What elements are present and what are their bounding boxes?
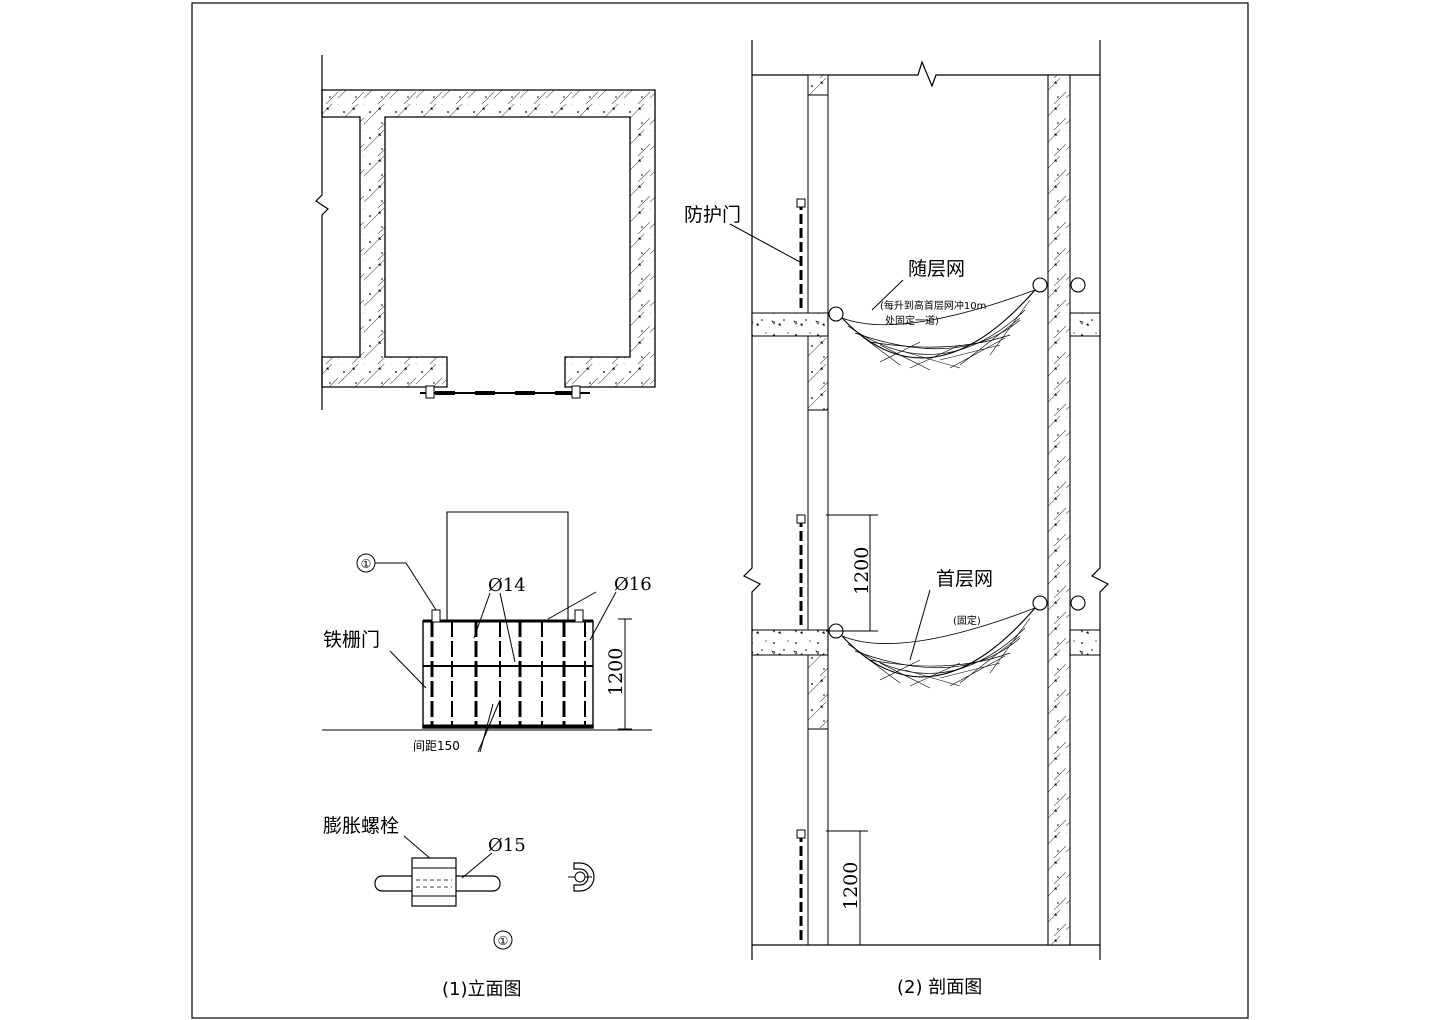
- label-expansion-bolt: 膨胀螺栓: [323, 815, 399, 837]
- clamp-end-view-icon: [573, 862, 595, 892]
- label-floor-net: 随层网: [908, 258, 965, 280]
- shaft-plan-view: [315, 55, 656, 410]
- break-line-icon: [315, 55, 329, 410]
- shaft-wall-plan: [321, 89, 656, 388]
- bolt-detail: 膨胀螺栓 Ø15 ①: [323, 815, 595, 950]
- callout-circle-1: ①: [361, 557, 372, 571]
- label-floor-net-note-2: 处固定一道): [885, 314, 939, 327]
- protective-door-middle: [796, 514, 806, 627]
- dim-1200-upper: 1200: [851, 547, 873, 595]
- shaft-section-view: 防护门 随层网 (每升到高首层网冲10m 处固定一道): [684, 40, 1110, 960]
- label-phi15: Ø15: [488, 835, 526, 856]
- floor-net: [828, 277, 1086, 371]
- label-iron-gate: 铁栅门: [323, 629, 380, 651]
- label-phi14: Ø14: [488, 575, 526, 596]
- gate-elevation: ① Ø14 Ø16 铁栅门 1200 间距150: [322, 511, 652, 753]
- label-floor-net-note-1: (每升到高首层网冲10m: [880, 299, 986, 312]
- label-protective-door: 防护门: [684, 204, 741, 226]
- protective-door-upper: [796, 198, 806, 310]
- label-ground-net-note: (固定): [953, 614, 981, 627]
- caption-section: (2) 剖面图: [897, 977, 982, 998]
- dim-1200-gate: 1200: [605, 648, 627, 696]
- label-phi16: Ø16: [614, 574, 652, 595]
- label-ground-net: 首层网: [936, 568, 993, 590]
- ground-net: [828, 595, 1086, 689]
- protective-door-lower: [796, 829, 806, 942]
- caption-elevation: (1)立面图: [442, 979, 522, 1000]
- label-spacing: 间距150: [413, 739, 460, 753]
- detail-marker-1: ①: [498, 934, 509, 948]
- drawing-border: [191, 2, 1249, 1019]
- plan-gate: [420, 385, 590, 399]
- dim-1200-lower: 1200: [840, 862, 862, 910]
- gate-bars: [430, 621, 586, 726]
